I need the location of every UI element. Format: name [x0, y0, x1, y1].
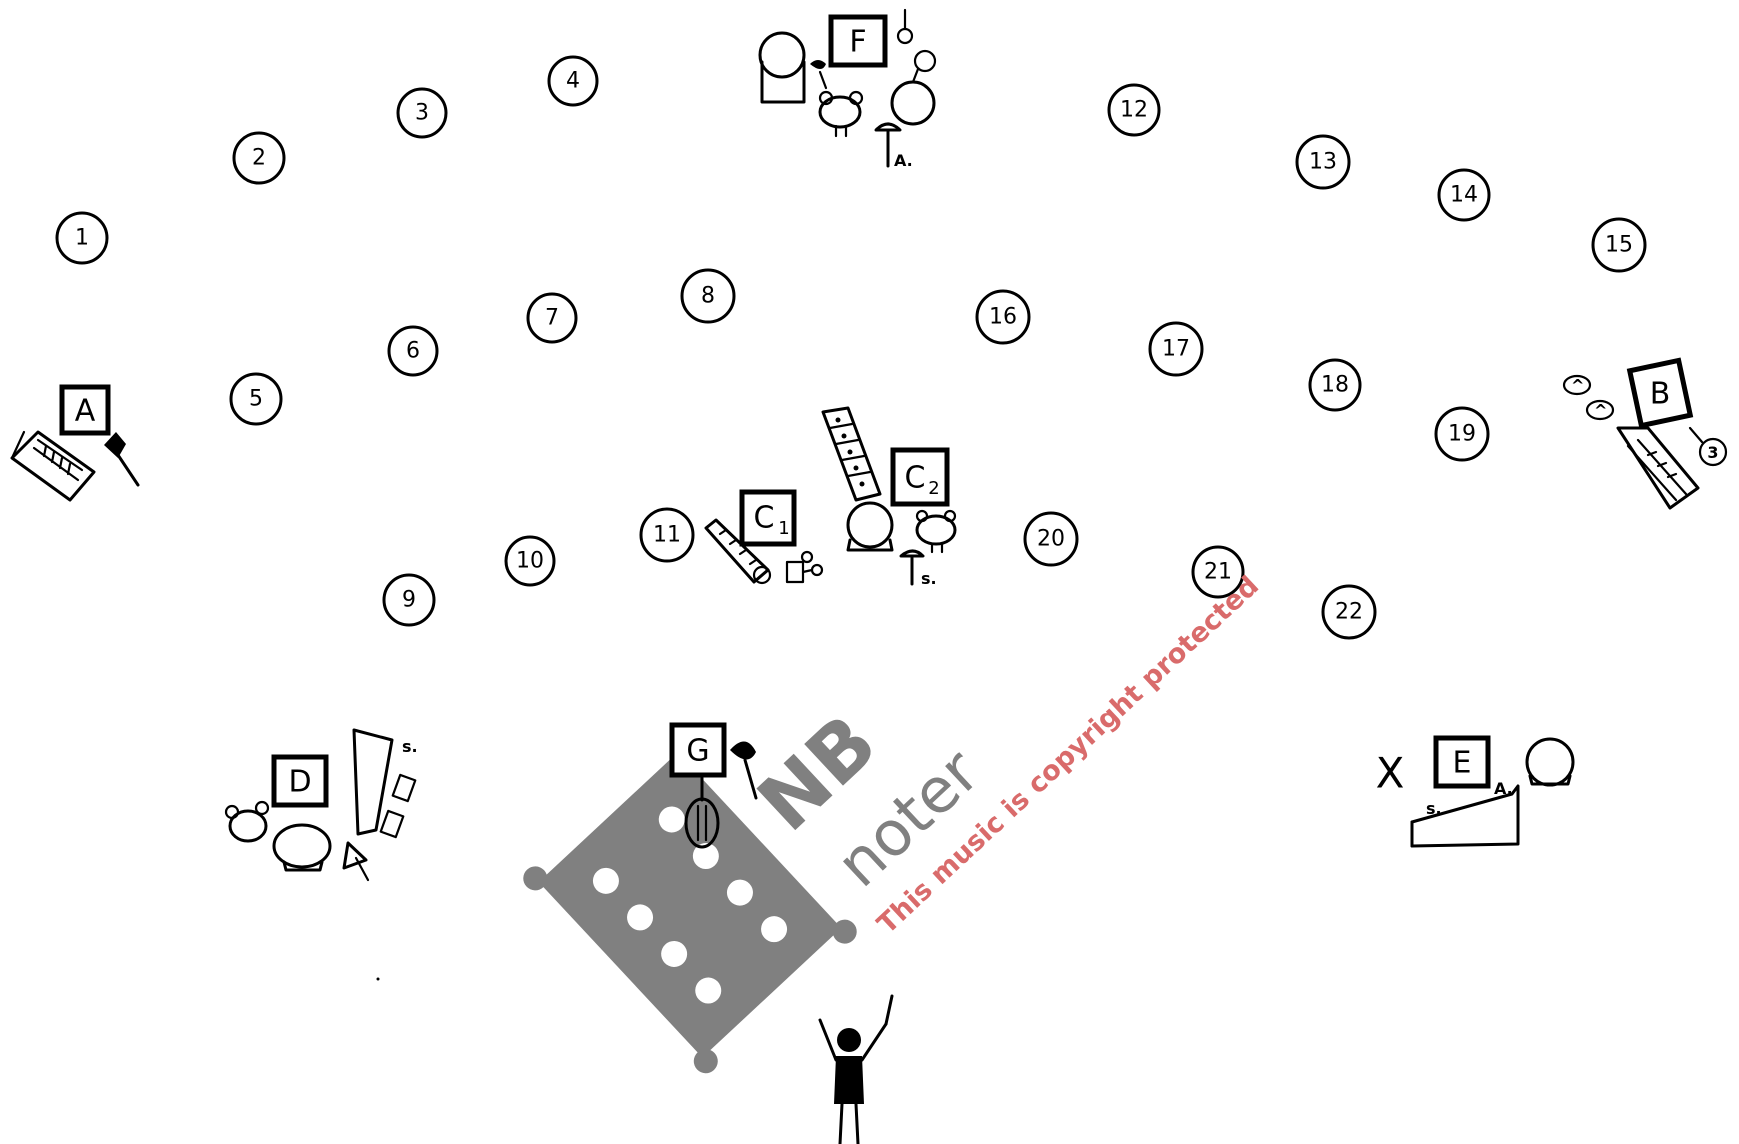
seat-10: 10: [506, 537, 554, 585]
group-d: D s.: [226, 730, 418, 981]
seat-number: 11: [653, 523, 681, 548]
seat-number: 19: [1448, 422, 1476, 447]
timpani-icon: [274, 825, 330, 870]
group-b: B ^ ^ 3: [1564, 360, 1726, 508]
seat-7: 7: [528, 294, 576, 342]
bell-icon: [898, 10, 912, 43]
suspended-label: s.: [402, 737, 418, 756]
timpani-icon: [820, 92, 862, 136]
timpani-icon: [1527, 739, 1573, 785]
drum-icon: [226, 802, 268, 841]
group-c1-letter: C: [754, 501, 775, 536]
seat-number: 14: [1450, 183, 1478, 208]
group-a-label: A: [75, 394, 96, 429]
seat-3: 3: [398, 89, 446, 137]
seat-19: 19: [1436, 408, 1488, 460]
seat-number: 1: [75, 226, 89, 251]
seat-number: 6: [406, 339, 420, 364]
tambourine-mark: 3: [1707, 443, 1718, 462]
seat-11: 11: [641, 509, 693, 561]
stray-dot: [377, 978, 380, 981]
seat-number: 13: [1309, 150, 1337, 175]
group-f-label: F: [849, 25, 866, 60]
seat-number: 20: [1037, 527, 1065, 552]
group-g-label: G: [686, 734, 709, 769]
keyboard-icon: [12, 432, 94, 500]
seat-number: 3: [415, 101, 429, 126]
group-c2-letter: C: [905, 461, 926, 496]
x-mark: X: [1376, 749, 1405, 798]
tambourine-icon: 3: [1690, 428, 1726, 465]
seat-number: 18: [1321, 373, 1349, 398]
group-c2-sub: 2: [928, 478, 939, 499]
seat-number: 7: [545, 306, 559, 331]
seat-12: 12: [1109, 85, 1159, 135]
group-c1: C 1: [706, 492, 822, 583]
seat-number: 16: [989, 305, 1017, 330]
suspended-label: s.: [1426, 799, 1442, 818]
seat-4: 4: [549, 57, 597, 105]
keyboard-icon: [1618, 428, 1698, 508]
triangle-icon: [344, 843, 368, 880]
woodblock-icon: [787, 552, 822, 582]
group-e: X E s. A.: [1376, 738, 1573, 846]
seat-2: 2: [234, 133, 284, 183]
alto-label: A.: [894, 151, 913, 170]
seat-22: 22: [1323, 586, 1375, 638]
group-a: A: [12, 387, 138, 500]
group-c2: C 2 s.: [823, 408, 955, 588]
seat-number: 21: [1204, 560, 1232, 585]
seat-6: 6: [389, 327, 437, 375]
timpani-icon: [848, 503, 892, 550]
bass-drum-stand-icon: [104, 432, 138, 485]
seat-number: 10: [516, 549, 544, 574]
snare-stand-icon: [901, 551, 923, 584]
seat-number: 17: [1162, 337, 1190, 362]
seat-number: 8: [701, 284, 715, 309]
seat-number: 9: [402, 588, 416, 613]
seat-number: 2: [252, 146, 266, 171]
drum-mark: ^: [1594, 401, 1607, 420]
cymbal-icon: [810, 60, 826, 88]
group-e-label: E: [1453, 746, 1472, 781]
seat-number: 12: [1120, 98, 1148, 123]
seat-15: 15: [1593, 219, 1645, 271]
alto-label: A.: [1494, 779, 1513, 798]
marimba-icon: [823, 408, 880, 500]
chime-bars-icon: [381, 775, 416, 837]
bass-drum-stand-icon: [730, 741, 756, 798]
seat-13: 13: [1297, 136, 1349, 188]
seat-14: 14: [1439, 170, 1489, 220]
seat-9: 9: [384, 575, 434, 625]
group-b-label: B: [1650, 377, 1671, 412]
seat-number: 22: [1335, 600, 1363, 625]
conductor-figure: [820, 996, 892, 1144]
group-f: F A.: [760, 10, 935, 170]
seat-5: 5: [231, 374, 281, 424]
seat-1: 1: [57, 213, 107, 263]
drum-icon: [917, 511, 955, 552]
seat-number: 5: [249, 387, 263, 412]
seat-8: 8: [682, 270, 734, 322]
seat-20: 20: [1025, 513, 1077, 565]
drum-mark: ^: [1571, 376, 1584, 395]
group-d-label: D: [288, 765, 311, 800]
seat-number: 4: [566, 69, 580, 94]
seat-number: 15: [1605, 233, 1633, 258]
group-c1-sub: 1: [778, 518, 789, 539]
bass-drum-icon: [760, 33, 804, 102]
seat-16: 16: [977, 291, 1029, 343]
seat-18: 18: [1310, 360, 1360, 410]
ts-label: s.: [921, 569, 937, 588]
seat-17: 17: [1150, 323, 1202, 375]
gong-icon: [892, 51, 935, 124]
